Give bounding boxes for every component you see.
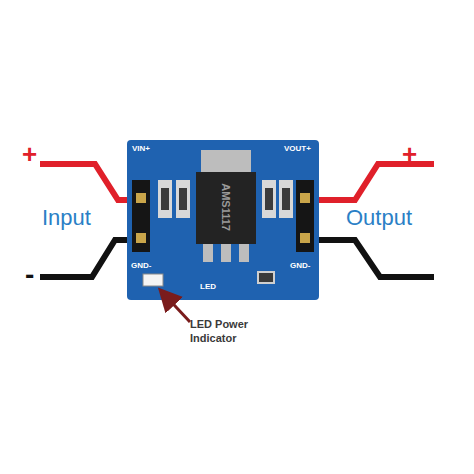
regulator-leg <box>239 244 249 262</box>
header-pin <box>300 233 310 243</box>
header-pin <box>300 193 310 203</box>
capacitor-body <box>179 188 187 210</box>
output-positive-wire <box>300 164 434 200</box>
capacitor-symbol <box>279 180 293 218</box>
polarity-sign: - <box>406 260 415 291</box>
input-header <box>132 180 150 252</box>
led-symbol <box>143 274 163 286</box>
regulator-leg <box>203 244 213 262</box>
polarity-sign: - <box>25 260 34 291</box>
part-name: LED <box>200 283 216 292</box>
pcb-board <box>127 140 319 300</box>
pin-name: VIN+ <box>132 145 150 154</box>
leader-arrow <box>162 292 190 322</box>
output-header <box>296 180 314 252</box>
capacitor-body <box>265 188 273 210</box>
capacitor-body <box>282 188 290 210</box>
capacitor-symbol <box>158 180 172 218</box>
capacitor-symbol <box>262 180 276 218</box>
polarity-sign: + <box>402 140 417 169</box>
port-label: Input <box>42 206 91 230</box>
capacitor-body <box>161 188 169 210</box>
pin-name: GND- <box>290 262 310 271</box>
polarity-sign: + <box>22 140 37 169</box>
callout-text: LED Power Indicator <box>190 318 256 346</box>
pin-name: VOUT+ <box>284 145 311 154</box>
regulator-chip <box>196 172 256 244</box>
regulator-leg <box>221 244 231 262</box>
header-pin <box>136 233 146 243</box>
pin-name: GND- <box>131 262 151 271</box>
resistor-symbol <box>258 272 274 283</box>
port-label: Output <box>346 206 412 230</box>
capacitor-symbol <box>176 180 190 218</box>
chip-marking: AMS1117 <box>220 177 232 237</box>
header-pin <box>136 193 146 203</box>
